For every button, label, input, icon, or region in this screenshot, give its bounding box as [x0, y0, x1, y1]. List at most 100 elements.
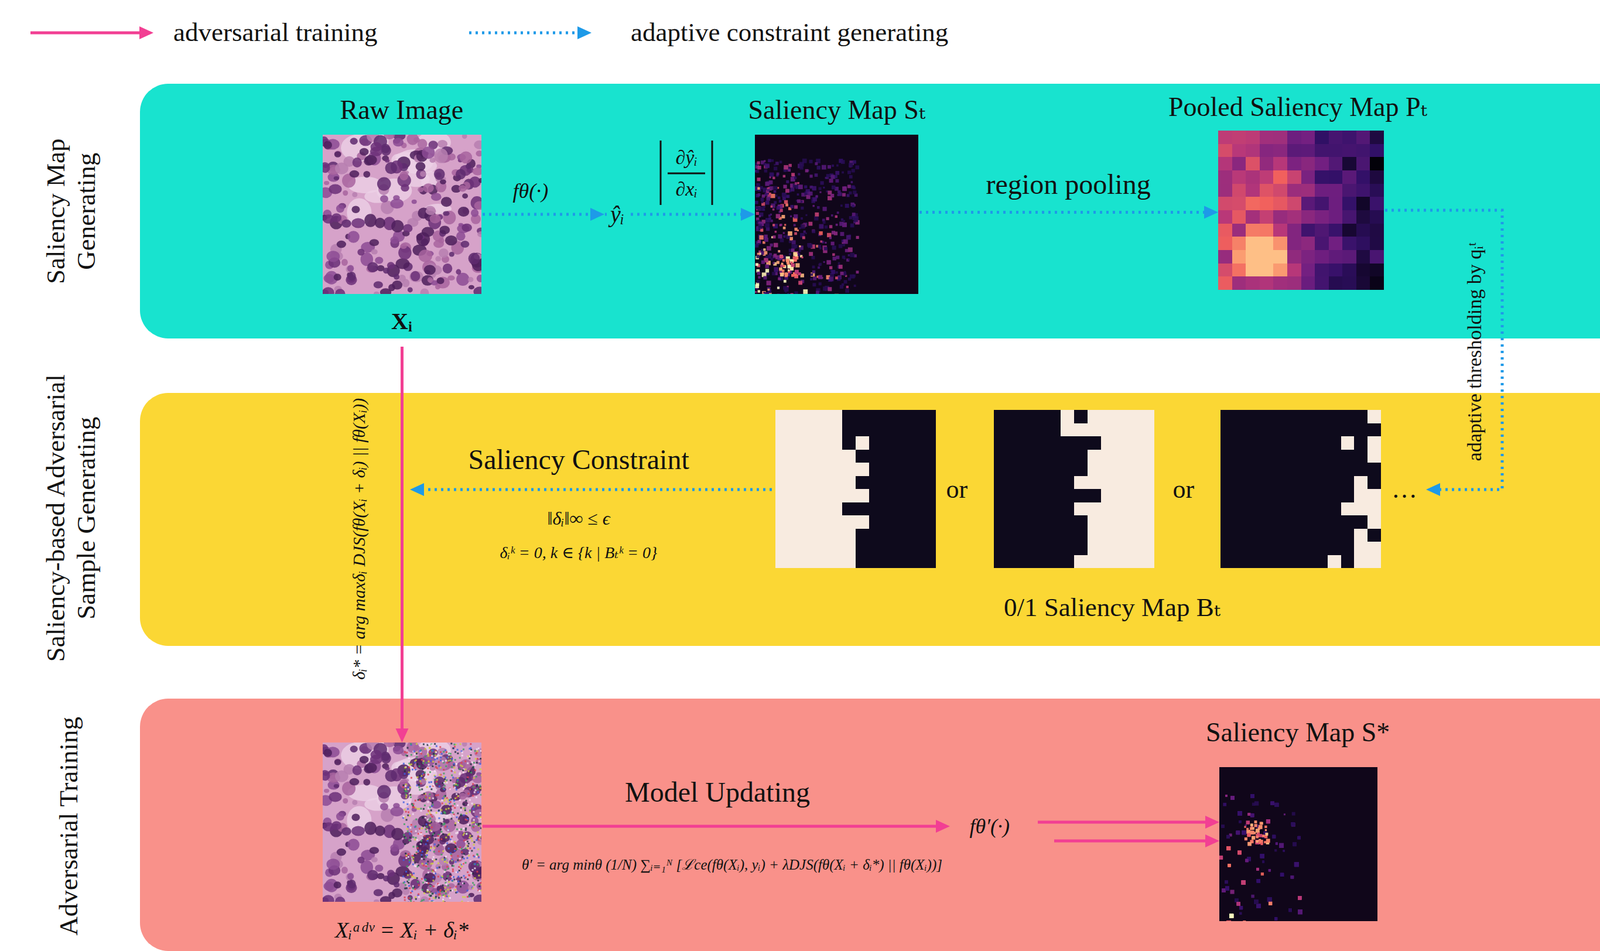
grid-cell: [1220, 449, 1234, 464]
grid-cell: [1273, 449, 1288, 464]
grid-cell: [1314, 476, 1328, 490]
cell-nucleus: [390, 236, 399, 245]
band-heading: Saliency Map Generating: [40, 138, 101, 285]
saliency-dot: [843, 239, 849, 245]
saliency-dot: [774, 194, 778, 197]
saliency-dot: [818, 282, 822, 286]
grid-cell: [1060, 528, 1075, 543]
saliency-dot: [757, 193, 761, 197]
cell-nucleus: [445, 843, 458, 854]
binary-map: [993, 409, 1155, 569]
grid-cell: [1314, 436, 1328, 450]
grid-cell: [1260, 462, 1275, 477]
grid-cell: [1114, 502, 1128, 516]
grid-cell: [802, 515, 816, 529]
saliency-dot: [856, 270, 860, 274]
saliency-dot: [783, 279, 787, 283]
grid-cell: [1232, 130, 1247, 145]
grid-cell: [1247, 476, 1261, 490]
cell-nucleus: [429, 822, 441, 832]
grid-cell: [922, 436, 936, 450]
grid-cell: [1367, 409, 1381, 424]
cell-nucleus: [456, 272, 470, 286]
grid-cell: [815, 502, 830, 516]
grid-cell: [1287, 236, 1302, 251]
saliency-dot: [850, 223, 855, 228]
grid-cell: [775, 449, 789, 464]
grid-cell: [1220, 436, 1234, 450]
grid-cell: [1245, 250, 1260, 264]
grid-cell: [1114, 409, 1128, 424]
cell-nucleus: [424, 872, 436, 883]
grid-cell: [1047, 476, 1061, 490]
connector-line: [919, 210, 1207, 214]
saliency-dot: [818, 275, 823, 280]
cell-nucleus: [465, 771, 471, 777]
cell-nucleus: [428, 748, 439, 758]
saliency-dot: [814, 216, 819, 221]
noise-pixel: [415, 852, 417, 855]
cell-nucleus: [399, 171, 409, 181]
grid-cell: [1356, 236, 1371, 251]
cell-nucleus: [341, 827, 352, 836]
grid-cell: [1273, 502, 1288, 516]
saliency-dot: [757, 271, 761, 276]
grid-cell: [1007, 541, 1021, 556]
saliency-dot: [818, 224, 824, 229]
grid-cell: [1245, 263, 1260, 278]
saliency-dot: [759, 235, 764, 240]
grid-cell: [1232, 276, 1247, 290]
cell-nucleus: [462, 193, 468, 199]
grid-cell: [882, 555, 897, 569]
noise-pixel: [471, 869, 474, 871]
cell-nucleus: [392, 195, 400, 201]
noise-pixel: [469, 847, 471, 850]
grid-cell: [1356, 130, 1371, 145]
saliency-dot: [802, 289, 808, 294]
grid-cell: [1369, 250, 1384, 264]
connector: [482, 815, 1220, 848]
grid-cell: [869, 515, 883, 529]
grid-cell: [1020, 462, 1035, 477]
grid-cell: [1034, 423, 1048, 437]
grid-cell: [1114, 555, 1128, 569]
cell-nucleus: [410, 271, 421, 282]
grid-cell: [1232, 144, 1247, 158]
saliency-dot: [842, 193, 846, 197]
grid-cell: [1114, 489, 1128, 503]
grid-cell: [1259, 276, 1274, 290]
image-heading-holder: Saliency Map Sₜ: [748, 94, 926, 126]
grid-cell: [1220, 541, 1234, 556]
grid-cell: [1060, 449, 1075, 464]
noise-pixel: [462, 771, 465, 774]
noise-pixel: [429, 817, 432, 820]
saliency-dot: [783, 231, 785, 234]
noise-pixel: [474, 764, 477, 767]
cell-nucleus: [350, 745, 358, 753]
saliency-dot: [771, 159, 774, 162]
cell-nucleus: [351, 217, 365, 228]
cell-nucleus: [418, 857, 433, 870]
grid-cell: [1327, 436, 1342, 450]
cell-nucleus: [341, 866, 348, 874]
cell-nucleus: [357, 856, 365, 864]
cell-nucleus: [347, 271, 357, 281]
grid-cell: [1247, 489, 1261, 503]
saliency-dot: [822, 286, 827, 291]
noise-pixel: [438, 761, 440, 764]
cell-nucleus: [399, 778, 409, 789]
saliency-dot: [843, 257, 846, 260]
grid-cell: [1034, 449, 1048, 464]
grid-cell: [869, 489, 883, 503]
saliency-dot: [782, 196, 786, 201]
saliency-dot: [777, 277, 781, 281]
grid-cell: [1301, 156, 1316, 171]
grid-cell: [1007, 555, 1021, 569]
saliency-dot: [773, 163, 776, 166]
arrow-head: [935, 819, 950, 833]
saliency-dot: [791, 172, 795, 177]
grid-cell: [1314, 528, 1328, 543]
cell-nucleus: [334, 896, 346, 902]
saliency-dot: [846, 234, 851, 240]
grid-cell: [1087, 436, 1102, 450]
